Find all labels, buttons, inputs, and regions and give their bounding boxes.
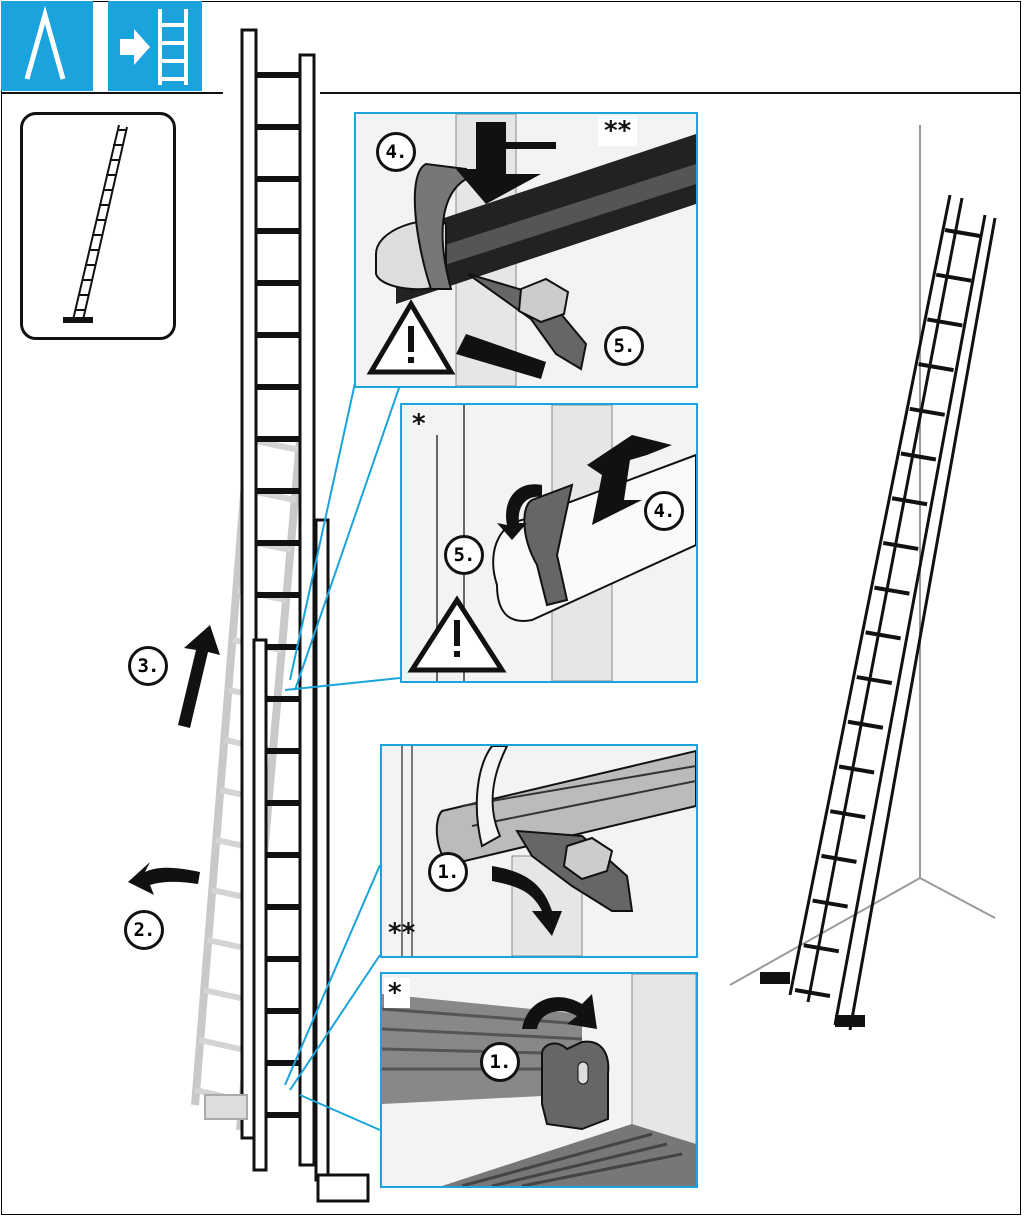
bottom-detail-step-1: 1. bbox=[480, 1042, 520, 1082]
detail-panel-middle: * 4. 5. bbox=[400, 403, 698, 683]
a-frame-ladder-icon bbox=[24, 5, 66, 80]
header-rule-right bbox=[320, 92, 1020, 94]
main-step-2: 2. bbox=[124, 910, 164, 950]
top-detail-step-5: 5. bbox=[604, 326, 644, 366]
lower-detail-illustration bbox=[401, 746, 696, 956]
middle-detail-step-4: 4. bbox=[644, 491, 684, 531]
extend-ladder-icon-tile bbox=[108, 1, 202, 91]
top-detail-illustration bbox=[366, 114, 696, 386]
top-detail-step-4: 4. bbox=[376, 132, 416, 172]
detail-panel-top: ** 4. 5. bbox=[354, 112, 698, 388]
middle-detail-asterisk: * bbox=[412, 409, 426, 439]
main-step-3: 3. bbox=[128, 646, 168, 686]
detail-panel-bottom: * 1. bbox=[380, 972, 698, 1188]
top-detail-asterisks: ** bbox=[598, 116, 638, 146]
ladder-thumbnail bbox=[20, 112, 176, 340]
middle-detail-illustration bbox=[407, 405, 696, 681]
lower-callout-asterisks: ** bbox=[388, 918, 416, 948]
bottom-detail-illustration bbox=[382, 974, 696, 1186]
lower-detail-step-1: 1. bbox=[428, 852, 468, 892]
middle-detail-step-5: 5. bbox=[444, 535, 484, 575]
leaning-ladder-thumbnail-icon bbox=[63, 124, 128, 323]
bottom-detail-asterisk: * bbox=[384, 978, 410, 1008]
header-rule bbox=[1, 92, 223, 94]
detail-panel-lower: 1. bbox=[380, 744, 698, 958]
extend-to-straight-ladder-icon bbox=[120, 9, 188, 85]
a-frame-ladder-icon-tile bbox=[1, 1, 93, 91]
